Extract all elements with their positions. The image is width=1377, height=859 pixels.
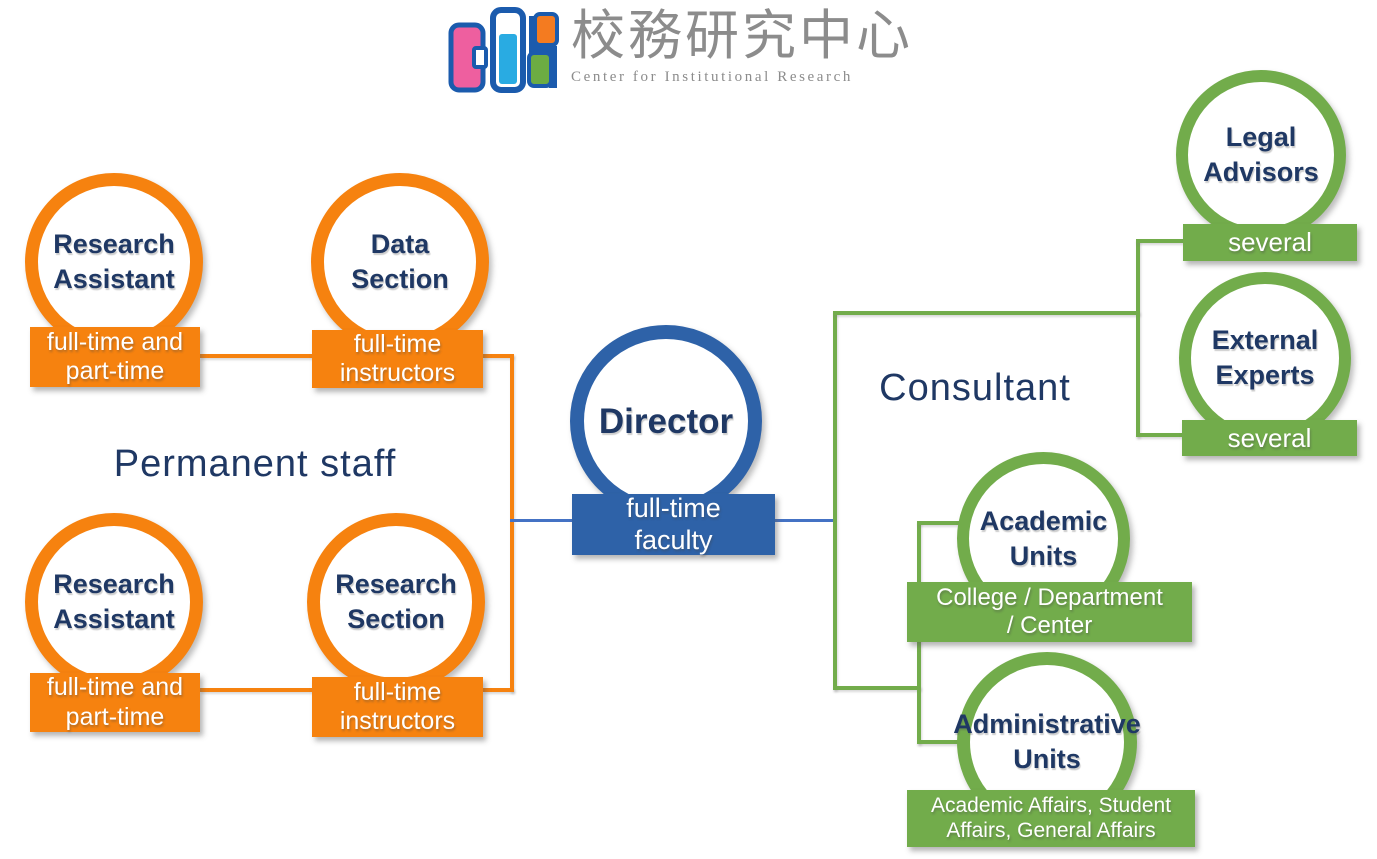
node-title-line: External xyxy=(1211,325,1319,355)
director-circle: Director xyxy=(570,325,762,517)
tag-line: part-time xyxy=(65,357,165,385)
permanent-staff-label: Permanent staff xyxy=(113,443,397,485)
tag-line: full-time xyxy=(626,492,721,523)
consultant-spine xyxy=(833,311,837,690)
tag-line: several xyxy=(1228,227,1312,258)
academic-units-tag: College / Department / Center xyxy=(907,582,1192,642)
logo-text: 校務研究中心 Center for Institutional Research xyxy=(571,6,913,86)
node-title-line: Data xyxy=(370,229,430,259)
research-section-tag: full-time instructors xyxy=(312,677,483,737)
research-assistant-bottom-tag: full-time and part-time xyxy=(30,673,200,732)
cis-logo-mark xyxy=(448,7,559,93)
research-assistant-top-tag: full-time and part-time xyxy=(30,327,200,387)
node-title-line: Research xyxy=(53,569,175,599)
legal-advisors-circle: Legal Advisors xyxy=(1176,70,1346,240)
data-section-circle: Data Section xyxy=(311,173,489,351)
connector-ra-bottom-to-research-section xyxy=(200,688,313,692)
bracket-to-legal-advisors xyxy=(1136,239,1183,243)
tag-line: several xyxy=(1227,422,1312,453)
permanent-staff-spine xyxy=(510,354,514,692)
tag-line: College / Department xyxy=(936,583,1163,611)
data-section-tag: full-time instructors xyxy=(312,330,483,388)
tag-line: full-time xyxy=(353,329,442,358)
external-experts-tag: several xyxy=(1182,420,1357,456)
node-title-line: Assistant xyxy=(53,264,175,294)
bracket-to-academic-units xyxy=(917,521,975,525)
consultant-bottom-branch xyxy=(833,686,921,690)
consultant-top-branch xyxy=(833,311,1140,315)
tag-line: instructors xyxy=(339,359,456,387)
node-title-line: Administrative xyxy=(953,709,1141,739)
node-title-line: Research xyxy=(335,569,457,599)
bracket-to-external-experts xyxy=(1136,433,1183,437)
research-assistant-bottom-circle: Research Assistant xyxy=(25,513,203,691)
connector-research-section-to-spine xyxy=(483,688,514,692)
tag-line: part-time xyxy=(65,702,165,731)
external-experts-circle: External Experts xyxy=(1179,272,1351,444)
node-title-line: Director xyxy=(598,401,734,441)
consultant-label: Consultant xyxy=(879,367,1071,409)
node-title-line: Section xyxy=(347,604,445,634)
administrative-units-tag: Academic Affairs, Student Affairs, Gener… xyxy=(907,790,1195,847)
node-title-line: Section xyxy=(351,264,449,294)
research-assistant-top-circle: Research Assistant xyxy=(25,173,203,351)
research-section-circle: Research Section xyxy=(307,513,485,691)
node-title-line: Legal xyxy=(1225,122,1297,152)
advisors-bracket xyxy=(1136,239,1140,437)
tag-line: full-time and xyxy=(46,327,184,356)
node-title-line: Units xyxy=(1009,540,1078,571)
tag-line: Affairs, General Affairs xyxy=(946,818,1156,842)
node-title-line: Assistant xyxy=(53,604,175,634)
tag-line: instructors xyxy=(339,707,456,735)
legal-advisors-tag: several xyxy=(1183,224,1357,261)
tag-line: full-time and xyxy=(46,673,184,701)
cir-logo: 校務研究中心 Center for Institutional Research xyxy=(447,6,913,94)
connector-director-to-consultant xyxy=(775,519,836,522)
director-tag: full-time faculty xyxy=(572,492,775,555)
bracket-to-administrative-units xyxy=(917,740,975,744)
tag-line: full-time xyxy=(353,677,442,706)
logo-subtitle-english: Center for Institutional Research xyxy=(571,69,853,85)
logo-title-chinese: 校務研究中心 xyxy=(571,4,913,67)
node-title-line: Experts xyxy=(1215,360,1315,390)
tag-line: / Center xyxy=(1006,612,1093,639)
connector-ra-top-to-data-section xyxy=(200,354,313,358)
node-title-line: Academic xyxy=(979,505,1108,536)
node-title-line: Advisors xyxy=(1203,157,1319,187)
node-title-line: Research xyxy=(53,229,175,259)
tag-line: Academic Affairs, Student xyxy=(930,793,1172,817)
node-title-line: Units xyxy=(1013,744,1081,774)
tag-line: faculty xyxy=(634,524,713,555)
connector-spine-to-director xyxy=(510,519,572,522)
connector-data-section-to-spine xyxy=(483,354,514,358)
